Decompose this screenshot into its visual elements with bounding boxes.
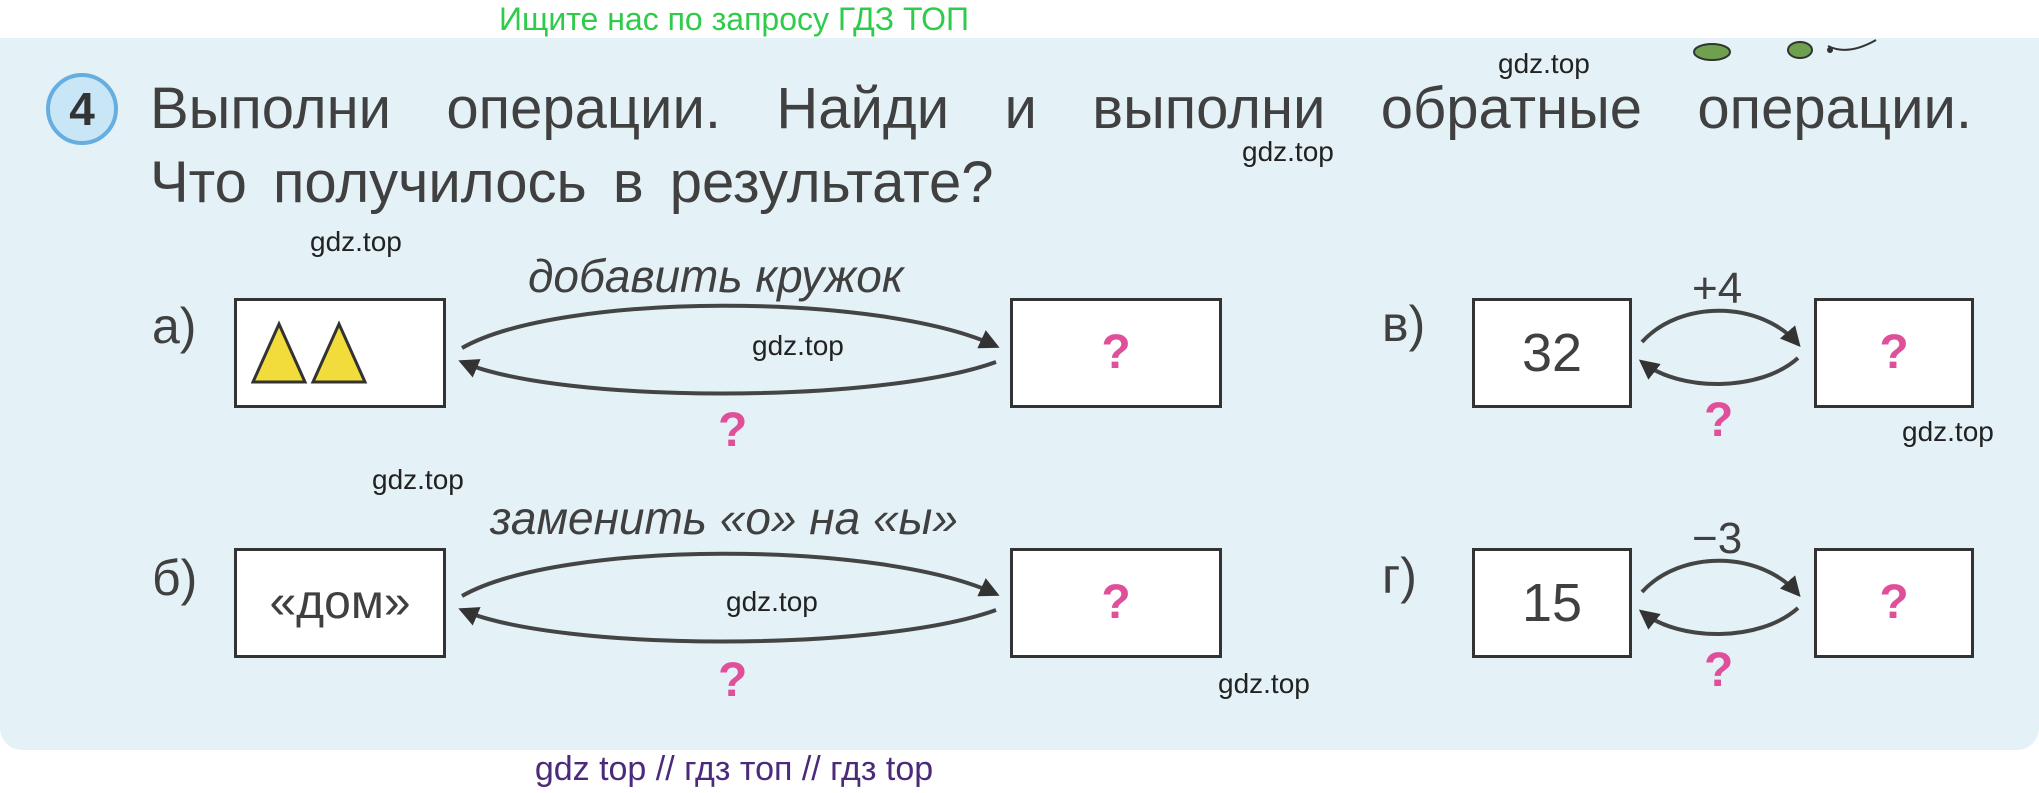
operation-label-v: +4 [1692, 264, 1743, 313]
operation-label-g: −3 [1692, 514, 1743, 563]
inverse-question-a: ? [718, 404, 748, 457]
result-box-b: ? [1010, 548, 1222, 658]
arrow-back-a [458, 359, 997, 396]
exercise-label-v: в) [1382, 296, 1426, 352]
arrow-back-b [458, 607, 997, 644]
exercise-label-a: а) [152, 298, 197, 354]
inverse-question-b: ? [718, 654, 748, 707]
watermark: gdz.top [1902, 416, 1994, 447]
result-box-g: ? [1814, 548, 1974, 658]
exercise-label-b: б) [152, 550, 198, 606]
corner-illustration-fragment [1693, 39, 1877, 61]
source-box-v: 32 [1472, 298, 1632, 408]
result-box-v: ? [1814, 298, 1974, 408]
inverse-question-v: ? [1704, 394, 1734, 447]
arrow-forward-b [461, 551, 1000, 598]
bottom-banner: gdz top // гдз топ // гдз top [534, 750, 934, 788]
source-value-v: 32 [1521, 323, 1583, 383]
watermark: gdz.top [752, 330, 844, 361]
inverse-question-g: ? [1704, 644, 1734, 697]
task-text-line-1: Выполни операции. Найди и выполни обратн… [150, 76, 1972, 141]
result-box-a: ? [1010, 298, 1222, 408]
top-banner: Ищите нас по запросу ГДЗ ТОП [499, 1, 969, 37]
source-box-b: «дом» [234, 548, 446, 658]
exercise-label-g: г) [1382, 548, 1417, 604]
task-number-badge: 4 [46, 73, 118, 145]
watermark: gdz.top [372, 464, 464, 495]
watermark: gdz.top [310, 226, 402, 257]
operation-label-a: добавить кружок [528, 250, 904, 302]
source-box-g: 15 [1472, 548, 1632, 658]
watermark: gdz.top [1218, 668, 1310, 699]
arrow-forward-v [1640, 308, 1801, 348]
watermark: gdz.top [726, 586, 818, 617]
source-value-b: «дом» [269, 576, 411, 629]
source-value-g: 15 [1521, 573, 1583, 633]
arrow-back-g [1638, 606, 1800, 636]
result-question-g: ? [1879, 576, 1909, 629]
watermark: gdz.top [1242, 136, 1334, 167]
task-text-line-2: Что получилось в результате? [150, 150, 994, 215]
arrow-forward-g [1640, 558, 1801, 598]
operation-label-b: заменить «о» на «ы» [490, 492, 958, 544]
triangles-icon [251, 320, 368, 384]
arrow-forward-a [461, 303, 1000, 350]
arrow-back-v [1638, 356, 1800, 386]
result-question-b: ? [1101, 576, 1131, 629]
source-box-a [234, 298, 446, 408]
result-question-a: ? [1101, 326, 1131, 379]
result-question-v: ? [1879, 326, 1909, 379]
watermark: gdz.top [1498, 48, 1590, 79]
